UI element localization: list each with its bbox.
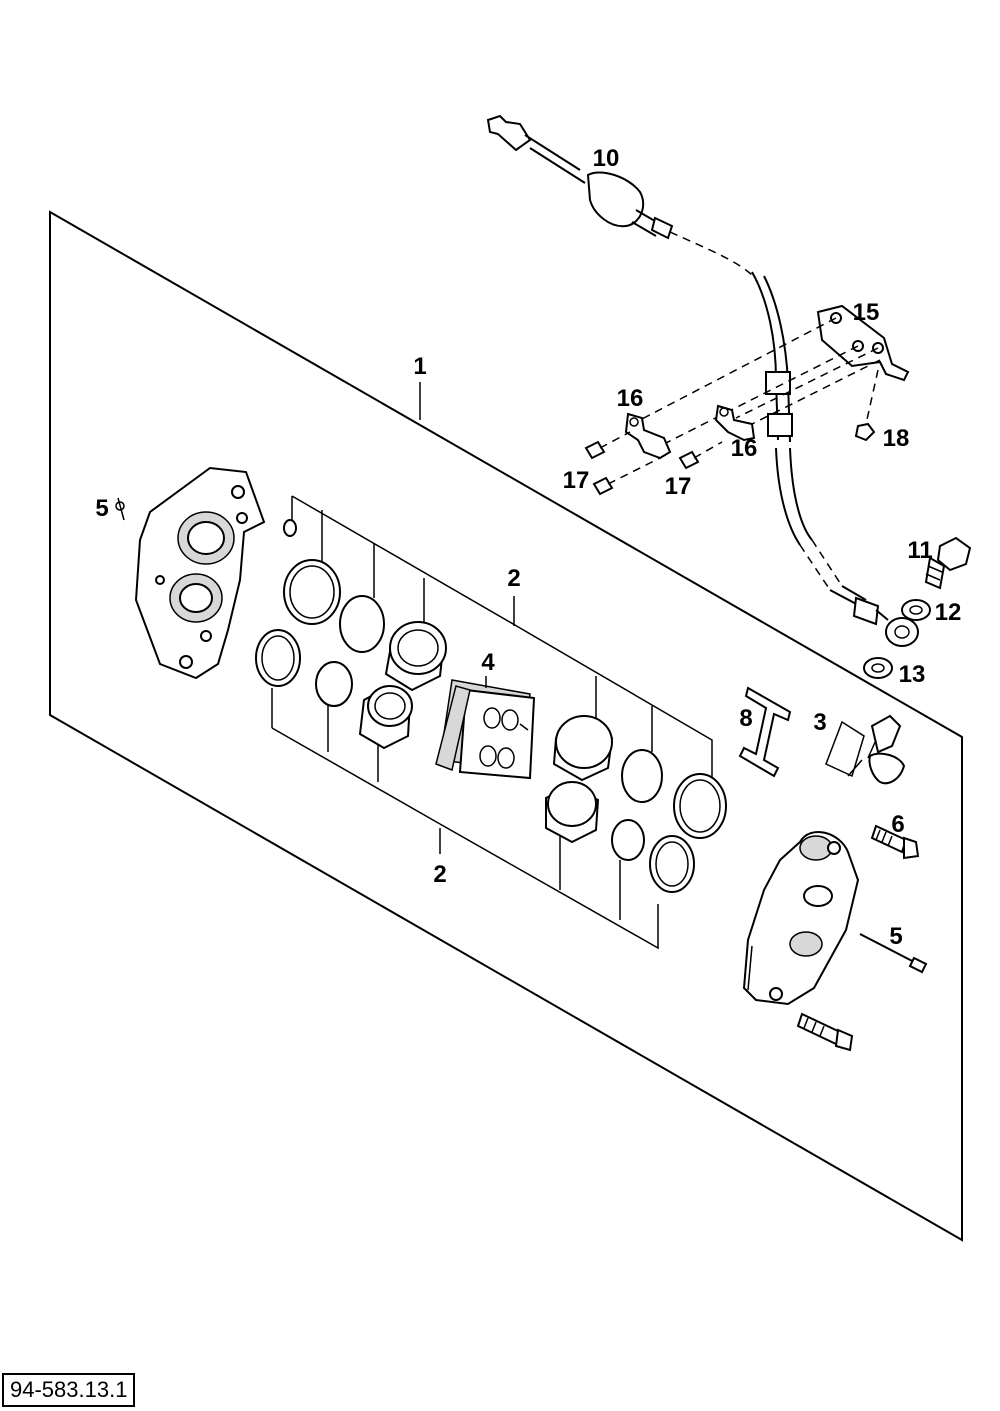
lower-bolt (796, 1012, 854, 1052)
leader-3 (825, 720, 865, 778)
seal-upper-right (673, 773, 727, 839)
kit-outline (49, 210, 963, 1242)
pin-5-right (859, 933, 928, 974)
screw-17-a (584, 431, 631, 460)
hose-clamp-right (714, 404, 756, 442)
callout-18: 18 (883, 425, 910, 452)
callout-2-lower: 2 (433, 861, 446, 888)
callout-13: 13 (899, 661, 926, 688)
dust-seal-upper-left (339, 595, 385, 653)
washer-13 (863, 657, 893, 679)
pad-spring (738, 686, 792, 778)
drawing-code: 94-583.13.1 (2, 1373, 136, 1407)
callout-16-left: 16 (617, 385, 644, 412)
hose-clamp-left (624, 412, 672, 460)
callout-16-right: 16 (731, 435, 758, 462)
callout-1: 1 (413, 353, 426, 380)
callout-15: 15 (853, 299, 880, 326)
piston-upper-left (384, 620, 447, 692)
seal-lower-left (255, 629, 301, 687)
small-o-ring (283, 519, 297, 537)
dust-seal-lower-right (611, 819, 645, 861)
callout-10: 10 (593, 145, 620, 172)
callout-3: 3 (813, 709, 826, 736)
bleeder-valve (847, 714, 906, 785)
piston-lower-left (358, 685, 413, 750)
callout-2-upper: 2 (507, 565, 520, 592)
callout-5-right: 5 (889, 923, 902, 950)
brake-hose (486, 114, 919, 647)
washer-12 (901, 599, 931, 621)
bolt-6 (870, 824, 920, 860)
piston-upper-right (552, 715, 614, 782)
callout-4: 4 (481, 649, 495, 676)
seal-lower-right (649, 835, 695, 893)
banjo-bolt (924, 536, 972, 590)
screw-17-b (592, 457, 661, 496)
dust-seal-lower-left (315, 661, 353, 707)
callout-5-left: 5 (95, 495, 108, 522)
seal-upper-left (283, 559, 341, 625)
callout-6: 6 (891, 811, 904, 838)
brake-pads (435, 679, 536, 780)
callout-11: 11 (907, 537, 932, 564)
hose-bracket (639, 304, 910, 447)
caliper-half-right (742, 831, 860, 1006)
callout-17-right: 17 (665, 473, 692, 500)
seal-kit-leaders (271, 495, 713, 950)
caliper-half-left (134, 466, 266, 680)
piston-lower-right (545, 781, 600, 844)
callout-17-left: 17 (563, 467, 590, 494)
callout-8: 8 (739, 705, 752, 732)
pin-5-left (115, 497, 125, 521)
screw-17-c (678, 441, 723, 470)
dust-seal-upper-right (621, 749, 663, 803)
callout-12: 12 (935, 599, 962, 626)
nut-18 (854, 422, 876, 442)
